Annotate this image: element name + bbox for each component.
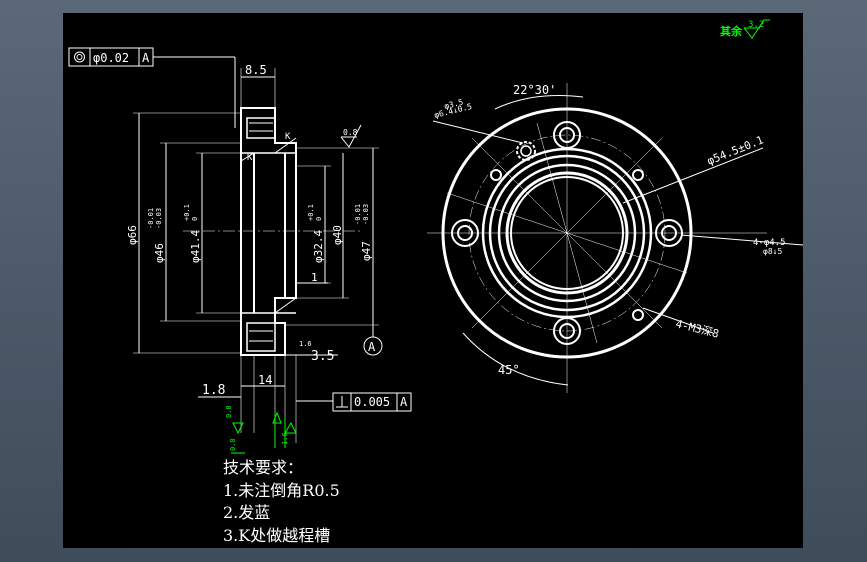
bolt-hole-top [553,121,581,149]
k-mark-2: K [285,132,291,142]
front-dimensions: 22°30' φ3.5 φ6.4↓0.5 φ54.5±0.1 4-φ4.5 φ8… [432,83,803,386]
dim-phi41-4: φ41.4 [189,230,202,263]
coaxiality-tolerance: φ0.02 [93,51,129,65]
dim-1-8: 1.8 [202,383,225,398]
dim-phi41-tol-lower: 0 [191,217,199,221]
dim-14: 14 [258,373,272,387]
coaxiality-frame: φ0.02 A [68,47,236,128]
bolt-hole-left [451,219,479,247]
cad-drawing[interactable]: 其余 3.2 φ0.02 A [63,13,803,548]
perpendicularity-tolerance: 0.005 [354,395,390,409]
dim-phi47-tol-lower: -0.03 [362,204,370,225]
dim-phi46-tol-upper: -0.01 [147,208,155,229]
dim-phi32-tol-upper: +0.1 [307,204,315,221]
dim-phi41-tol-upper: +0.1 [183,204,191,221]
dim-3-5: 3.5 [311,349,334,364]
rough-08-green-2: 0.8 [229,438,237,451]
datum-a-marker: A [368,340,376,354]
bolt-hole-right [655,219,683,247]
front-view [427,83,767,393]
dim-angle-22: 22°30' [513,83,556,97]
tech-item-2: 2.发蓝 [223,503,270,522]
coaxiality-datum: A [142,51,150,65]
roughness-label: 其余 [720,24,743,38]
rough-08-right: 0.8 [343,128,358,137]
dim-phi47: φ47 [360,241,373,261]
tech-item-1: 1.未注倒角R0.5 [223,481,340,500]
dim-m3: 4-M3深8 [674,317,720,340]
rough-08-green-1: 0.8 [225,405,233,418]
technical-requirements: 技术要求： 1.未注倒角R0.5 2.发蓝 3.K处做越程槽 [223,458,340,545]
section-dimensions: 8.5 φ66 φ46 -0.01 -0.03 φ41.4 +0.1 0 φ32… [126,63,412,454]
dim-phi47-tol-upper: -0.01 [354,204,362,225]
section-view: K K [183,107,363,356]
roughness-mark: 其余 3.2 [720,19,770,39]
dim-phi46-tol-lower: -0.03 [155,208,163,229]
dim-phi40: φ40 [331,225,344,245]
dim-8-5: 8.5 [245,63,267,77]
dim-1: 1 [311,271,318,284]
rough-16-left: 1.6 [299,340,312,348]
k-mark-1: K [247,153,253,163]
bolt-hole-bottom [553,317,581,345]
dim-phi32-tol-lower: 0 [315,217,323,221]
tech-item-3: 3.K处做越程槽 [223,526,330,545]
dim-phi32-4: φ32.4 [312,230,325,263]
dim-holes-4: 4-φ4.5 [753,238,786,248]
dim-phi66: φ66 [126,225,139,245]
dim-holes-4b: φ8↓5 [763,247,782,256]
tech-title: 技术要求： [223,458,303,477]
roughness-value: 3.2 [748,20,764,30]
drawing-canvas[interactable]: 其余 3.2 φ0.02 A [63,13,803,548]
dim-phi46: φ46 [153,243,166,263]
dim-angle-45: 45° [498,363,520,377]
perpendicularity-datum: A [400,395,408,409]
